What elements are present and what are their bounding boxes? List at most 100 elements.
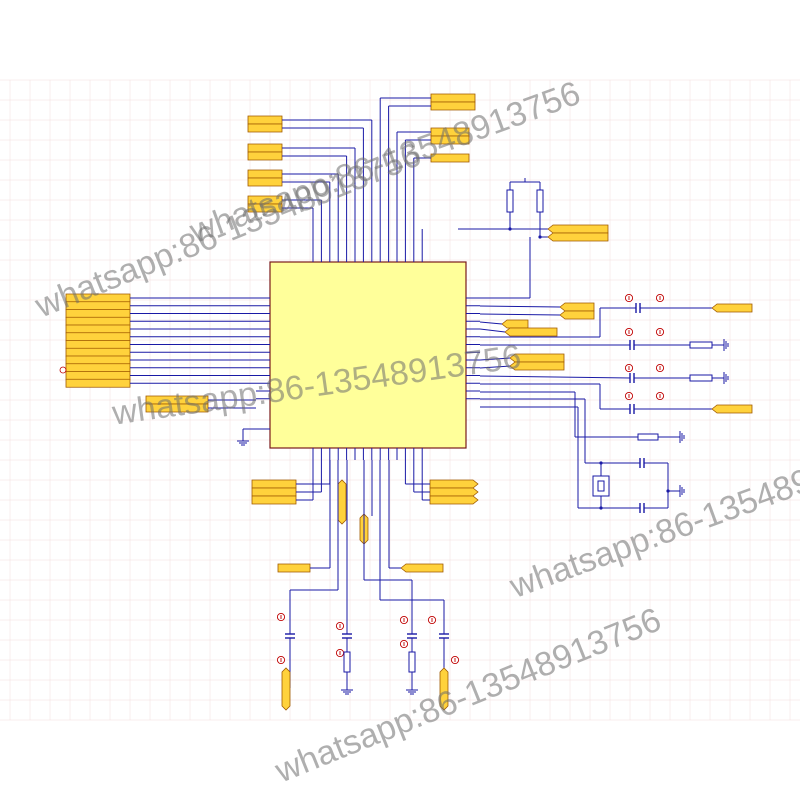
gmsl-c62 <box>335 621 345 631</box>
port-shape <box>559 302 595 312</box>
gmsl-c42-r <box>655 293 665 303</box>
junction-dot <box>666 489 670 493</box>
gmsl-c63-b <box>399 639 409 649</box>
port-fsynct <box>251 479 297 489</box>
port-shape <box>251 495 297 505</box>
port-1-f-clk-p <box>65 355 131 365</box>
r45-resistor <box>343 651 351 673</box>
wire <box>479 365 511 369</box>
port-vdd18-1 <box>509 353 565 363</box>
port-shape <box>439 667 449 711</box>
port-cfg0 <box>277 563 311 573</box>
port-1-vterm <box>430 153 470 163</box>
port-shape <box>429 487 479 497</box>
port-shape <box>65 363 131 373</box>
port-shape <box>251 479 297 489</box>
port-1-errb <box>429 479 479 489</box>
ic-body <box>269 261 467 449</box>
port-icomn <box>251 495 297 505</box>
r46-resistor <box>408 651 416 673</box>
junction-dot <box>508 227 512 231</box>
c63-capacitor <box>407 633 417 639</box>
gmsl-c62-b <box>335 648 345 658</box>
port-vsync <box>251 487 297 497</box>
gmsl-c42 <box>624 293 634 303</box>
wire <box>479 328 506 333</box>
port-1-led <box>429 495 479 505</box>
port-1-a-clk-p <box>247 169 283 179</box>
r44-resistor <box>536 189 544 213</box>
port-1-b-clk-n <box>65 316 131 326</box>
junction-dot <box>538 235 542 239</box>
probe-marker <box>59 366 67 374</box>
port-shape <box>247 123 283 133</box>
x1-crystal-element <box>597 480 605 492</box>
port-1-a-d1-p <box>247 115 283 125</box>
port-shape <box>247 177 283 187</box>
port-shape <box>247 143 283 153</box>
port-vddio-r <box>504 327 558 337</box>
r40-resistor <box>689 341 713 349</box>
wire <box>479 321 503 325</box>
port-pwdnb <box>400 563 444 573</box>
c46-capacitor <box>629 340 635 350</box>
port-vdd-2 <box>145 403 209 413</box>
gmsl-c50 <box>624 391 634 401</box>
port-cfg1 <box>501 319 529 329</box>
port-vdd18-2 <box>337 479 347 525</box>
port-1-b-d2-n <box>65 347 131 357</box>
port-ver0 <box>559 310 595 320</box>
port-1-b-d1-n <box>65 332 131 342</box>
port-i2c-sda <box>547 232 609 242</box>
port-shape <box>547 224 609 234</box>
port-1-b-d3-n <box>65 378 131 388</box>
port-shape <box>509 353 565 363</box>
port-shape <box>247 203 283 213</box>
ground-ep <box>237 437 249 446</box>
ground-r41 <box>720 372 729 384</box>
port-shape <box>65 332 131 342</box>
port-1-a-clk-n <box>247 177 283 187</box>
port-1-b-d3-p <box>65 371 131 380</box>
c60-capacitor <box>639 503 645 513</box>
port-1-a-d2-n <box>247 151 283 161</box>
port-shape <box>145 403 209 413</box>
wire <box>479 375 631 379</box>
port-sidp-right <box>439 667 449 711</box>
gmsl-c49 <box>624 363 634 373</box>
ground-crystal <box>676 485 685 497</box>
port-1-c-clk-n <box>430 93 476 103</box>
port-shape <box>65 355 131 365</box>
r43-resistor <box>506 189 514 213</box>
port-shape <box>430 93 476 103</box>
port-shape <box>429 495 479 505</box>
port-shape <box>65 340 131 349</box>
port-shape <box>429 479 479 489</box>
ground-r46 <box>406 686 418 695</box>
port-shape <box>547 232 609 242</box>
port-1-a-d2-p <box>247 143 283 153</box>
port-shape <box>559 310 595 320</box>
port-sidp-left <box>281 667 291 711</box>
port-shape <box>247 151 283 161</box>
port-1-a-d0-p <box>430 135 470 145</box>
junction-dot <box>599 506 603 510</box>
port-shape <box>65 316 131 326</box>
port-shape <box>281 667 291 711</box>
wire <box>479 305 561 308</box>
gmsl-c46-r <box>655 327 665 337</box>
port-shape <box>277 563 311 573</box>
port-shape <box>65 378 131 388</box>
r41-resistor <box>689 374 713 382</box>
c64-capacitor <box>439 633 449 639</box>
port-shape <box>251 487 297 497</box>
gmsl-c63 <box>399 615 409 625</box>
port-1-a-d1-n <box>247 123 283 133</box>
port-1-b-d1-p <box>65 324 131 334</box>
port-shape <box>430 135 470 145</box>
port-shape <box>247 169 283 179</box>
port-1-a-d3-n <box>247 203 283 213</box>
c55-capacitor <box>639 458 645 468</box>
port-shape <box>430 101 476 111</box>
